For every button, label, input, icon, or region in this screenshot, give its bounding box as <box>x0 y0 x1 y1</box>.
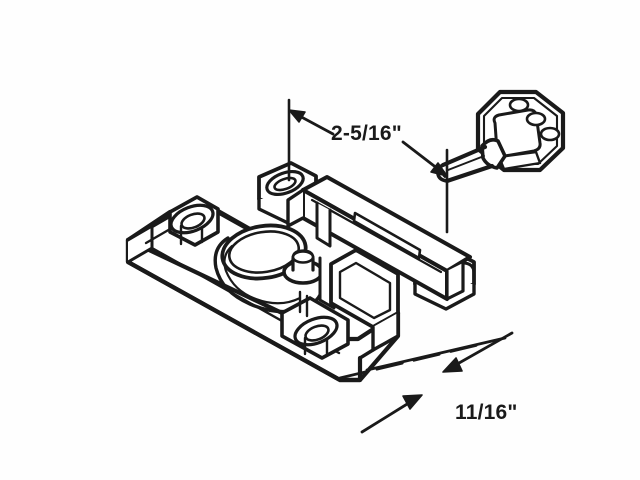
keeper-slot-upper-inner <box>273 176 297 192</box>
dim-depth-leader-upper <box>450 331 514 369</box>
dim-width-arrowhead-right <box>430 162 448 177</box>
keeper-left-tab <box>315 201 332 248</box>
keeper-rail-slot <box>352 211 422 260</box>
key-blade-upper-edge <box>440 144 488 168</box>
keeper-right-step <box>445 261 465 301</box>
lock-cam-skirt-inner <box>223 244 302 305</box>
dimension-label-depth: 11/16" <box>455 401 518 424</box>
lock-button-cap <box>291 250 315 264</box>
dim-depth-leader-lower <box>360 399 414 434</box>
keeper-plate-part <box>257 161 476 311</box>
keeper-rail-nose <box>461 261 476 286</box>
key-shoulder <box>480 138 507 170</box>
keeper-rail-left-step <box>286 188 305 228</box>
dim-depth-arrowhead-upper <box>442 357 463 373</box>
lock-screw-hole-upper-depth <box>179 224 204 246</box>
key-blade-lower-edge <box>444 163 495 184</box>
dimension-label-width: 2-5/16" <box>331 122 402 145</box>
lock-cylinder-inner <box>227 230 301 274</box>
lock-body-left-chamfer <box>126 224 154 264</box>
lock-body-part <box>125 195 401 383</box>
dimension-width-group <box>287 98 449 234</box>
key-hole-1 <box>508 97 530 113</box>
lock-center-rib <box>298 290 309 318</box>
key-blade-bore <box>447 155 485 171</box>
dim-depth-arrowhead-lower <box>402 394 423 410</box>
lock-screw-hole-lower-depth <box>303 336 329 356</box>
dim-depth-extension-lower <box>338 341 488 380</box>
dimension-depth-group <box>338 331 514 434</box>
key-hole-2 <box>525 111 547 127</box>
lock-right-end-wall <box>371 311 400 352</box>
keeper-rail-groove <box>310 198 443 274</box>
key-hole-3 <box>539 126 561 142</box>
key-part <box>436 89 566 184</box>
dim-width-arrowhead-left <box>288 109 306 123</box>
key-head-base-bar <box>497 150 542 171</box>
lock-right-block-inner <box>338 261 392 320</box>
